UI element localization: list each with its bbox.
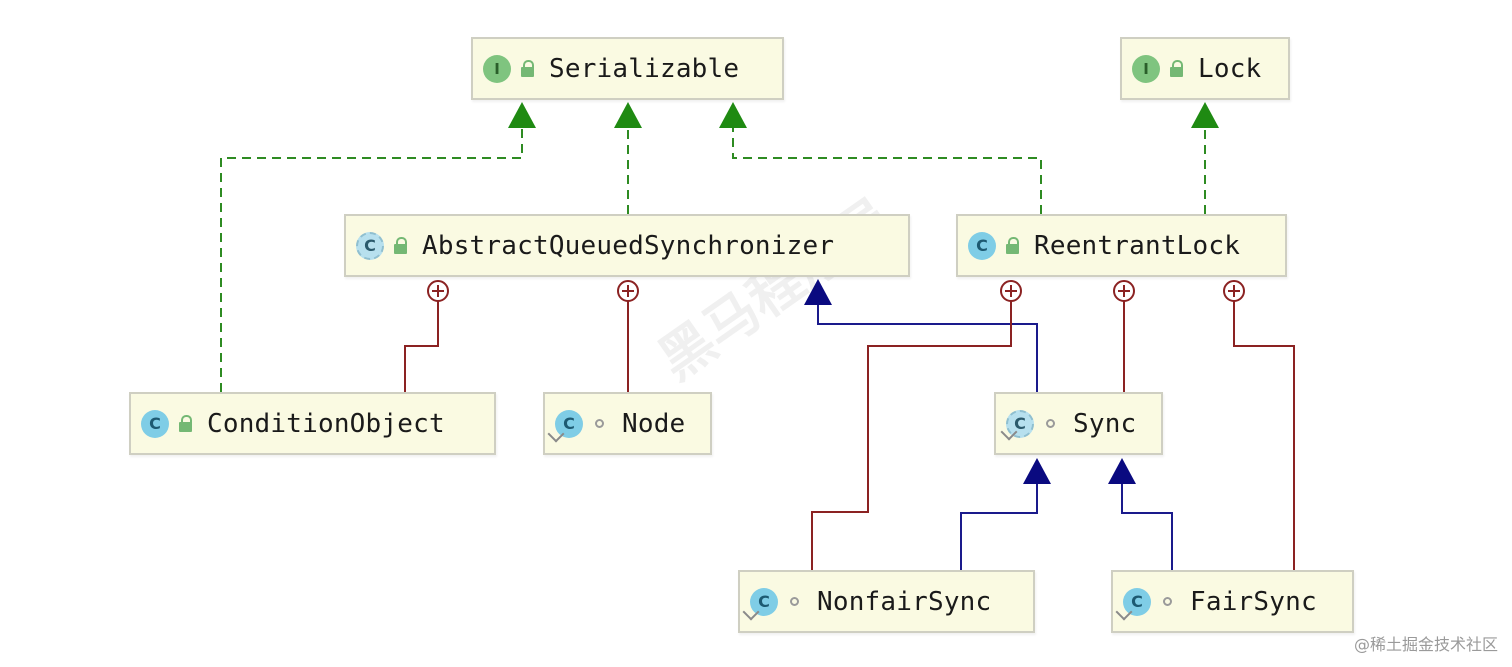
public-lock-icon xyxy=(177,414,195,433)
public-lock-icon xyxy=(1168,59,1186,78)
package-private-icon xyxy=(1163,597,1172,606)
inner-markers xyxy=(427,280,1245,302)
node-label: NonfairSync xyxy=(817,586,992,617)
arrowhead-aqs xyxy=(804,279,832,305)
edge-reentrantlock-implements-serializable xyxy=(732,125,1042,214)
static-class-icon: C xyxy=(1123,587,1151,616)
node-label: FairSync xyxy=(1190,586,1317,617)
edge-fairsync-extends-sync xyxy=(1121,481,1173,570)
node-label: Serializable xyxy=(549,53,740,84)
interface-icon: I xyxy=(483,54,511,83)
package-private-icon xyxy=(595,419,604,428)
arrowhead-lock xyxy=(1191,102,1219,128)
public-lock-icon xyxy=(392,236,410,255)
package-private-icon xyxy=(790,597,799,606)
arrowhead-sync-left xyxy=(1023,458,1051,484)
public-lock-icon xyxy=(519,59,537,78)
arrowhead-sync-right xyxy=(1108,458,1136,484)
static-abstract-class-icon: C xyxy=(1006,409,1034,438)
arrowhead-serializable-left xyxy=(508,102,536,128)
inner-marker-reentrantlock-2 xyxy=(1113,280,1135,302)
node-conditionobject[interactable]: C ConditionObject xyxy=(129,392,496,455)
node-label: AbstractQueuedSynchronizer xyxy=(422,230,835,261)
inner-marker-reentrantlock-1 xyxy=(1000,280,1022,302)
node-reentrantlock[interactable]: C ReentrantLock xyxy=(956,214,1287,277)
extends-edges xyxy=(817,302,1173,570)
node-lock[interactable]: I Lock xyxy=(1120,37,1290,100)
package-private-icon xyxy=(1046,419,1055,428)
node-label: ReentrantLock xyxy=(1034,230,1241,261)
inner-edges xyxy=(404,301,1295,570)
edge-nonfairsync-inner-reentrantlock xyxy=(811,301,1012,570)
arrowhead-serializable-right xyxy=(719,102,747,128)
node-node[interactable]: C Node xyxy=(543,392,712,455)
node-fairsync[interactable]: C FairSync xyxy=(1111,570,1354,633)
edge-sync-extends-aqs xyxy=(817,302,1038,392)
inner-marker-aqs-left xyxy=(427,280,449,302)
interface-icon: I xyxy=(1132,54,1160,83)
node-sync[interactable]: C Sync xyxy=(994,392,1163,455)
watermark-corner: @稀土掘金技术社区 xyxy=(1353,635,1498,654)
edge-fairsync-inner-reentrantlock xyxy=(1233,301,1295,570)
inner-marker-aqs-right xyxy=(617,280,639,302)
static-class-icon: C xyxy=(750,587,778,616)
arrowhead-serializable-mid xyxy=(614,102,642,128)
implements-edges xyxy=(220,125,1206,392)
node-label: Node xyxy=(622,408,686,439)
edge-nonfairsync-extends-sync xyxy=(960,481,1038,570)
node-label: Lock xyxy=(1198,53,1262,84)
static-class-icon: C xyxy=(555,409,583,438)
abstract-class-icon: C xyxy=(356,231,384,260)
public-lock-icon xyxy=(1004,236,1022,255)
node-serializable[interactable]: I Serializable xyxy=(471,37,784,100)
node-abstractqueuedsynchronizer[interactable]: C AbstractQueuedSynchronizer xyxy=(344,214,910,277)
inner-marker-reentrantlock-3 xyxy=(1223,280,1245,302)
class-icon: C xyxy=(141,409,169,438)
edge-conditionobject-inner-aqs xyxy=(404,301,439,392)
extends-arrowheads xyxy=(804,279,1136,484)
class-icon: C xyxy=(968,231,996,260)
node-nonfairsync[interactable]: C NonfairSync xyxy=(738,570,1035,633)
implements-arrowheads xyxy=(508,102,1219,128)
node-label: Sync xyxy=(1073,408,1137,439)
node-label: ConditionObject xyxy=(207,408,445,439)
